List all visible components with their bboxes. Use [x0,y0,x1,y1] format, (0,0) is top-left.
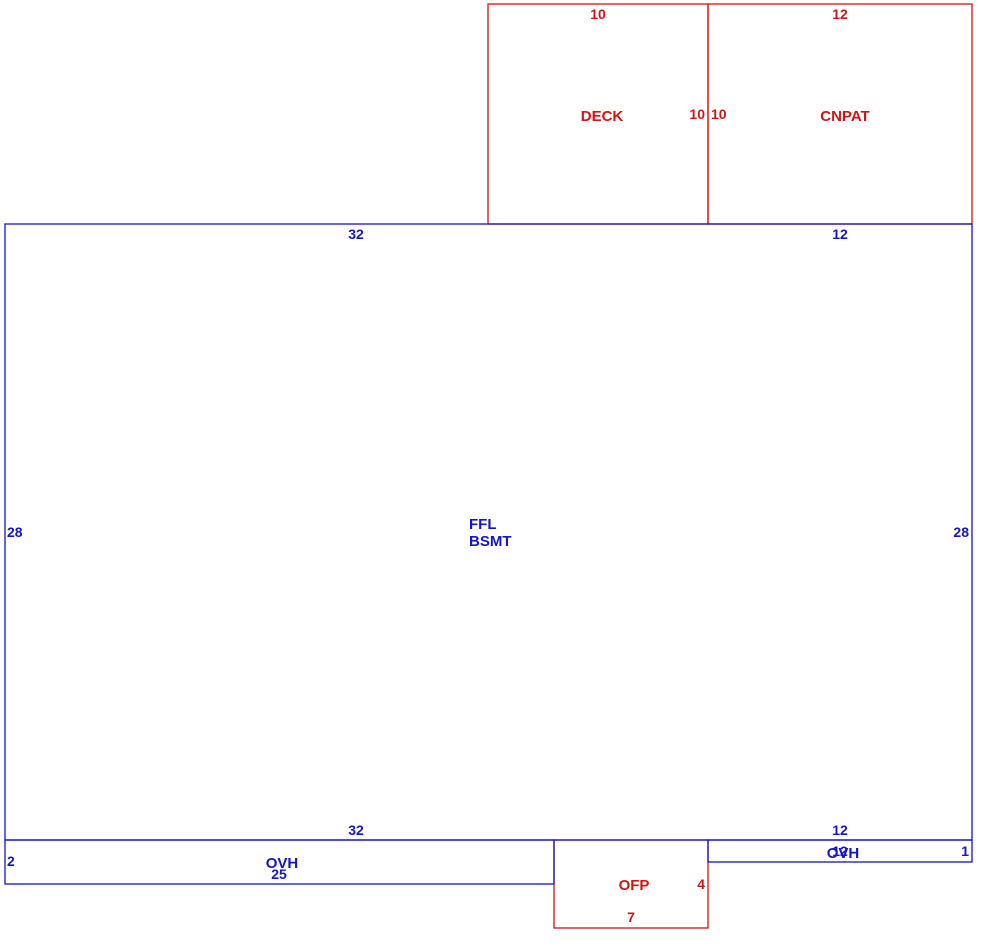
main-top-dimension-right: 12 [832,226,848,242]
cnpat-top-dimension: 12 [832,6,848,22]
ofp-right-dimension: 4 [697,876,705,892]
cnpat-left-dimension: 10 [711,106,727,122]
ovh-left-label: OVH [266,855,299,872]
ovh-right-top-dimension: 12 [832,843,848,859]
deck-label: DECK [581,108,624,125]
cnpat-label: CNPAT [820,108,869,125]
deck-top-dimension: 10 [590,6,606,22]
main-right-dimension: 28 [953,524,969,540]
ofp-bottom-dimension: 7 [627,909,635,925]
deck-right-dimension: 10 [689,106,705,122]
main-bottom-dimension-right: 12 [832,822,848,838]
main-bottom-dimension-left: 32 [348,822,364,838]
main-top-dimension-left: 32 [348,226,364,242]
ovh-right-label: OVH [827,845,860,862]
ofp-label: OFP [619,877,650,894]
main-left-dimension: 28 [7,524,23,540]
ovh-right-outline [707,839,973,863]
main-label-ffl: FFL [469,516,497,533]
ovh-left-bottom-dimension: 25 [271,866,287,882]
ovh-left-dimension: 2 [7,853,15,869]
main-label-bsmt: BSMT [469,533,512,550]
ovh-left-outline [4,839,555,885]
ovh-right-dimension: 1 [961,843,969,859]
